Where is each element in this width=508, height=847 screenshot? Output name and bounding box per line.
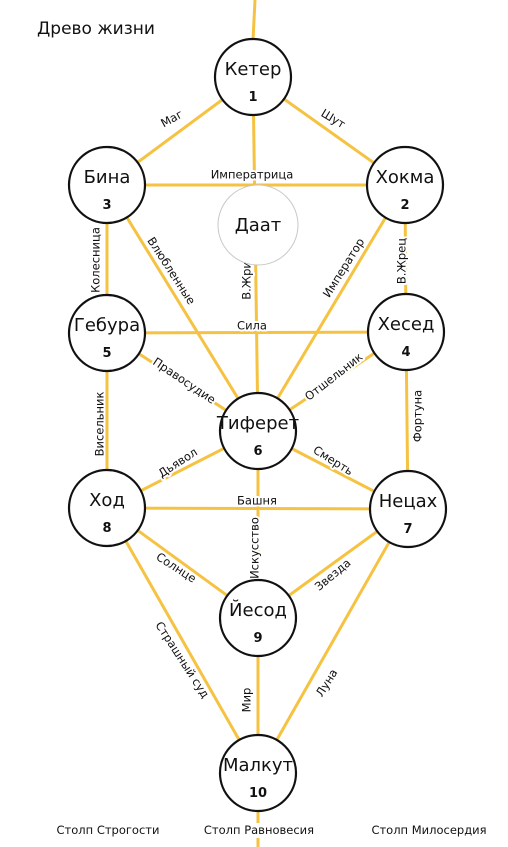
sephira-gebura: Гебура 5	[67, 293, 147, 373]
sephira-name: Хесед	[378, 314, 435, 335]
path-label-yesod-malkut: Мир	[240, 688, 254, 713]
path-label-keter-bina: Маг	[158, 107, 185, 130]
path-label-halo: Искусство	[248, 517, 262, 579]
sephira-circle	[67, 468, 147, 548]
sephira-number: 4	[401, 345, 410, 360]
path-hod-malkut	[105, 506, 260, 775]
sephira-circle	[67, 145, 147, 225]
path-label-halo: Висельник	[93, 392, 107, 457]
path-label-bina-hokhma: Императрица	[211, 168, 294, 182]
sephira-number: 6	[253, 444, 262, 459]
sephira-keter: Кетер 1	[213, 37, 293, 117]
sephira-number: 3	[102, 198, 111, 213]
path-label-hesed-netsah: Фортуна	[411, 390, 425, 442]
sephira-name: Гебура	[74, 315, 140, 336]
sephira-name: Тиферет	[216, 413, 299, 434]
sephira-yesod: Йесод 9	[218, 578, 298, 658]
pillars-group: Столп Строгости Столп Равновесия Столп Мил…	[57, 823, 487, 838]
path-label-hod-malkut: Страшный суд	[152, 619, 212, 701]
path-label-gebura-hesed: Сила	[237, 319, 267, 333]
sephira-hokhma: Хокма 2	[365, 145, 445, 225]
pillar-mercy: Столп Милосердия	[371, 823, 486, 837]
path-label-gebura-hod: Висельник	[93, 392, 107, 457]
sephira-circle	[218, 733, 298, 813]
sephira-number: 7	[403, 522, 412, 537]
daat-name: Даат	[235, 215, 282, 236]
path-label-hod-yesod: Солнце	[154, 549, 199, 585]
sephira-name: Малкут	[223, 755, 293, 776]
daat-circle	[217, 184, 299, 266]
sephira-circle	[368, 469, 448, 549]
pillar-balance: Столп Равновесия	[204, 823, 314, 837]
path-label-bina-tiferet: Влюбленные	[144, 234, 198, 307]
sephira-number: 2	[400, 198, 409, 213]
sephira-circle	[67, 293, 147, 373]
sephira-circle	[366, 292, 446, 372]
sephira-hod: Ход 8	[67, 468, 147, 548]
path-label-halo: Мир	[240, 688, 254, 713]
sephira-malkut: Малкут 10	[218, 733, 298, 813]
path-netsah-malkut	[256, 507, 410, 775]
sephira-number: 8	[102, 521, 111, 536]
axis-top-line	[251, 0, 257, 42]
sephira-circle	[213, 37, 293, 117]
path-label-halo: Колесница	[89, 227, 103, 293]
sephira-number: 10	[249, 786, 267, 801]
path-label-halo: В.Жрец	[395, 238, 409, 284]
sephira-netsah: Нецах 7	[368, 469, 448, 549]
sephira-name: Ход	[89, 490, 125, 511]
path-label-hokhma-hesed: В.Жрец	[395, 238, 409, 284]
path-gebura-hesed	[105, 330, 408, 335]
sephira-circle	[365, 145, 445, 225]
path-label-hod-netsah: Башня	[237, 494, 277, 508]
sephira-name: Нецах	[379, 491, 438, 512]
path-bina-tiferet	[105, 183, 260, 433]
sephira-name: Кетер	[225, 59, 282, 80]
sephira-circle	[218, 578, 298, 658]
sephira-circle	[218, 391, 298, 471]
sephira-name: Бина	[84, 167, 131, 188]
path-label-hesed-tiferet: Отшельник	[302, 350, 365, 404]
sephira-name: Хокма	[376, 167, 435, 188]
path-label-gebura-tiferet: Правосудие	[150, 355, 218, 407]
path-label-tiferet-yesod: Искусство	[248, 517, 262, 579]
sephira-number: 9	[253, 631, 262, 646]
sephira-hesed: Хесед 4	[366, 292, 446, 372]
pillar-label-bg	[203, 823, 315, 838]
pillar-severity: Столп Строгости	[57, 823, 160, 837]
sephira-tiferet: Тиферет 6	[216, 391, 299, 471]
diagram-title: Древо жизни	[37, 19, 155, 39]
path-label-halo: Башня	[237, 494, 277, 508]
path-label-halo: Императрица	[211, 168, 294, 182]
sephira-name: Йесод	[229, 599, 287, 621]
sephira-number: 1	[248, 90, 257, 105]
path-label-halo: Сила	[237, 319, 267, 333]
path-label-bina-gebura: Колесница	[89, 227, 103, 293]
sephira-number: 5	[102, 346, 111, 361]
sephira-daat: Даат	[217, 184, 299, 266]
path-label-halo: Фортуна	[411, 390, 425, 442]
sephira-bina: Бина 3	[67, 145, 147, 225]
path-hokhma-tiferet	[256, 183, 407, 433]
